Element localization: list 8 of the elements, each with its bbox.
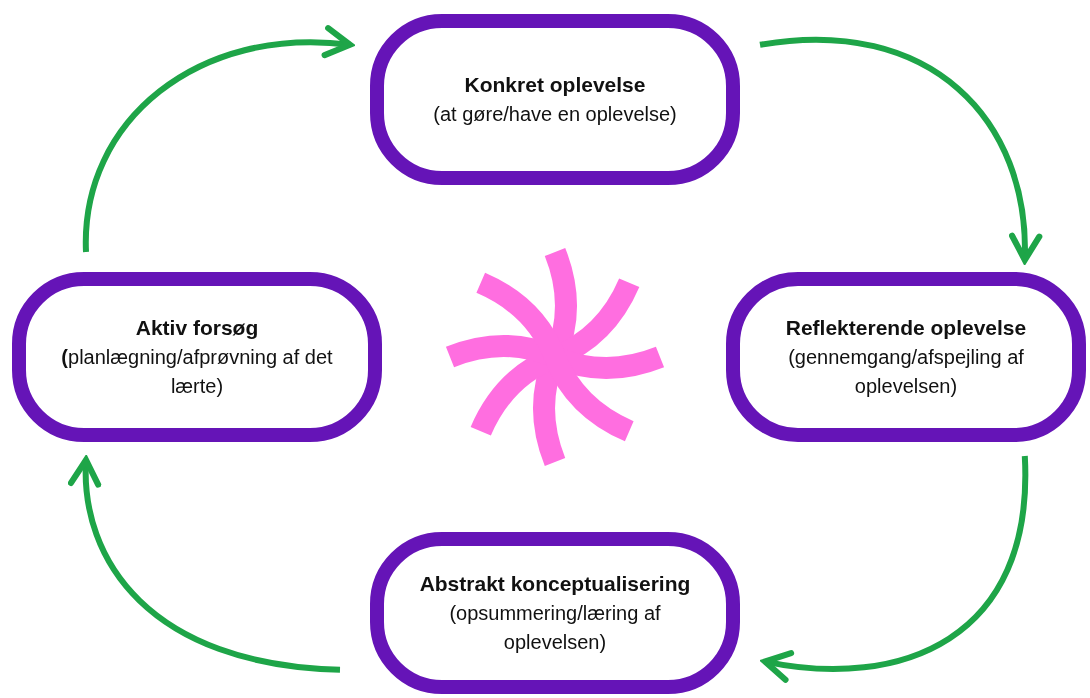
node-title: Aktiv forsøg xyxy=(135,314,259,341)
node-description: (opsummering/læring af oplevelsen) xyxy=(448,601,662,656)
node-title: Reflekterende oplevelse xyxy=(785,314,1027,341)
node-title: Abstrakt konceptualisering xyxy=(419,570,691,597)
node-title: Konkret oplevelse xyxy=(464,71,646,98)
node-description: (at gøre/have en oplevelse) xyxy=(433,102,677,128)
node-description: (planlægning/afprøvning af det lærte) xyxy=(60,345,334,400)
node-description: (gennemgang/afspejling af oplevelsen) xyxy=(787,345,1025,400)
